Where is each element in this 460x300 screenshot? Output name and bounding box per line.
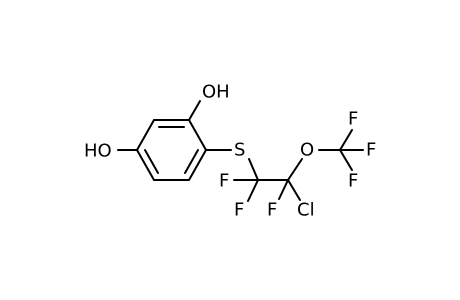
ring-double-bond-c6-c1 — [184, 149, 199, 174]
fluorine-label-1: F — [219, 171, 229, 192]
bond-cb-o — [287, 158, 303, 181]
fluorine-label-4: F — [348, 109, 358, 130]
bond-cb-cl — [287, 179, 301, 201]
fluorine-label-2: F — [234, 200, 244, 221]
bond-ca-f-down — [247, 179, 259, 202]
ring-bond-c1-c2 — [188, 119, 207, 151]
oxygen-label: O — [300, 140, 314, 161]
ring-double-bond-c4-c5 — [144, 149, 159, 174]
ring-bond-c4-c5 — [136, 149, 155, 181]
bond-cb-f-down — [278, 179, 289, 200]
fluorine-label-6: F — [348, 171, 358, 192]
bond-c2-oh — [188, 100, 201, 121]
sulfur-label: S — [234, 140, 245, 161]
hydroxyl-label-top: OH — [202, 82, 230, 103]
ring-bond-c3-c4 — [136, 119, 155, 151]
ring-bond-c6-c1 — [188, 149, 207, 181]
fluorine-label-5: F — [366, 140, 376, 161]
fluorine-label-3: F — [267, 200, 277, 221]
benzene-ring — [136, 119, 207, 181]
hydroxyl-label-left: HO — [84, 141, 112, 162]
bond-cf3-f-top — [339, 129, 353, 151]
bond-cf3-f-down — [339, 149, 353, 171]
bond-s-ca — [248, 158, 259, 181]
chlorine-label: Cl — [297, 200, 315, 221]
